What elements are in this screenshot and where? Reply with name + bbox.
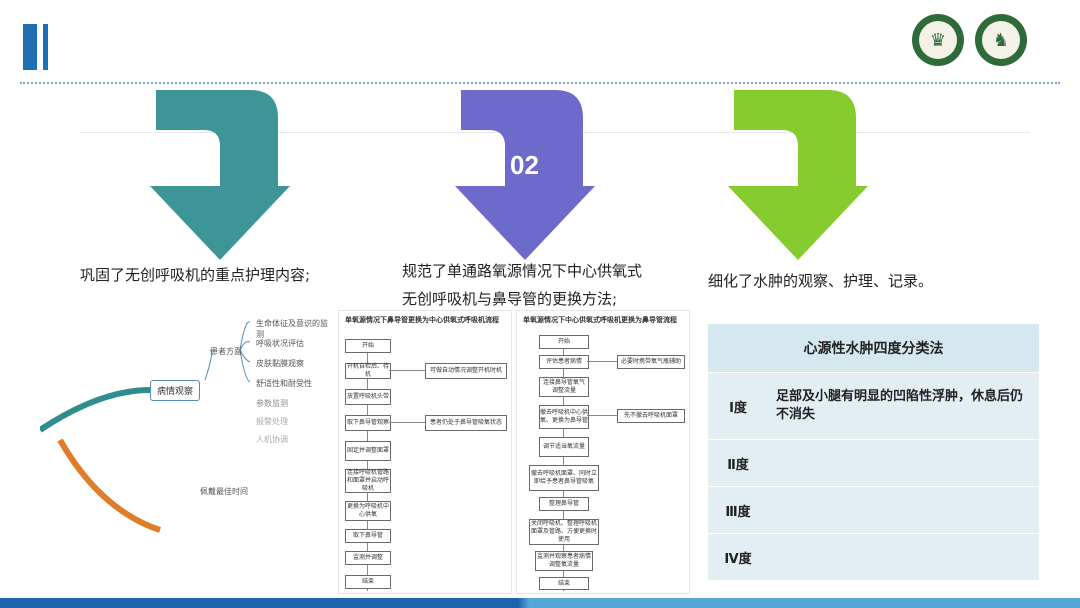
flow-step: 固定并调整面罩 [345,441,391,461]
flow-step: 监测并调整 [345,551,391,565]
desc-cell [768,440,1039,486]
grade-cell: Ⅱ度 [727,457,749,473]
flow-note: 先不撤去呼吸机面罩 [617,409,685,423]
flow-step: 调节适当氧流量 [539,437,589,457]
flowchart-right: 单氧源情况下中心供氧式呼吸机更换为鼻导管流程 开始 评估患者病情 连接鼻导管氧气… [516,310,690,594]
flow-step: 撤去呼吸机面罩、同时立即给予患者鼻导管吸氧 [529,465,599,491]
flow-step: 连接鼻导管氧气 调整流量 [539,377,589,397]
grade-cell: Ⅳ度 [724,551,752,567]
green-down-arrow-icon [728,90,868,260]
mindmap-leaf: 皮肤黏膜观察 [256,359,304,368]
flow-step: 更换为呼吸机中心供氧 [345,501,391,521]
mindmap-diagram: 病情观察 患者方面 生命体征及意识的监测 呼吸状况评估 皮肤黏膜观察 舒适性和耐… [40,310,330,570]
purple-down-arrow-icon [455,90,595,260]
hospital-logo-crown-icon: ♛ [912,14,964,66]
header-divider [20,82,1060,84]
mindmap-leaf: 人机协调 [256,435,288,444]
mindmap-leaf: 生命体征及意识的监测 [256,319,328,339]
flow-step: 整理鼻导管 [539,497,589,511]
caption-middle-2: 无创呼吸机与鼻导管的更换方法; [402,290,618,308]
mindmap-leaf: 报警处理 [256,417,288,426]
mindmap-leaf: 佩戴最佳时间 [200,487,248,496]
mindmap-leaf: 参数监测 [256,399,288,408]
flow-step: 监测并观察患者病情 调整氧流量 [535,551,593,571]
mindmap-leaf: 呼吸状况评估 [256,339,304,348]
flow-step: 取下鼻导管观察 [345,415,391,431]
step-number: 02 [510,150,539,180]
table-row: Ⅰ度 足部及小腿有明显的凹陷性浮肿，休息后仍不消失 [708,372,1039,439]
table-title: 心源性水肿四度分类法 [708,324,1039,372]
table-row: Ⅲ度 [708,486,1039,533]
flowchart-left: 单氧源情况下鼻导管更换为中心供氧式呼吸机流程 开始 开机自检后、待机 放置呼吸机… [338,310,512,594]
mindmap-center: 病情观察 [150,380,201,401]
flow-step: 取下鼻导管 [345,529,391,543]
edema-classification-table: 心源性水肿四度分类法 Ⅰ度 足部及小腿有明显的凹陷性浮肿，休息后仍不消失 Ⅱ度 … [708,324,1039,580]
table-row: Ⅳ度 [708,533,1039,580]
flow-step: 结束 [345,575,391,589]
desc-cell [768,487,1039,533]
grade-cell: Ⅰ度 [729,400,747,416]
grade-cell: Ⅲ度 [725,504,751,520]
caption-middle-1: 规范了单通路氧源情况下中心供氧式 [402,262,643,280]
flow-step: 关闭呼吸机、整理呼吸机面罩及管路、方便更换时使用 [529,519,599,545]
flow-step: 开始 [345,339,391,353]
flow-step: 开机自检后、待机 [345,363,391,379]
flow-step: 评估患者病情 [539,355,589,369]
mindmap-branch: 患者方面 [210,347,242,356]
caption-right: 细化了水肿的观察、护理、记录。 [708,272,934,290]
flow-note: 患者仍处于鼻导管吸氧状态 [425,415,507,431]
flow-step: 连接呼吸机管路和面罩并启动呼吸机 [345,469,391,493]
flow-step: 放置呼吸机头带 [345,389,391,405]
flow-step: 开始 [539,335,589,349]
caption-left: 巩固了无创呼吸机的重点护理内容; [80,266,311,284]
flow-step: 撤去呼吸机中心供氧、更换为鼻导管 [539,405,589,429]
table-row: Ⅱ度 [708,439,1039,486]
flow-note: 可做自动情况调整开机时机 [425,363,507,379]
desc-cell [768,534,1039,580]
desc-cell: 足部及小腿有明显的凹陷性浮肿，休息后仍不消失 [776,389,1024,422]
hospital-logo-deer-icon: ♞ [975,14,1027,66]
mindmap-leaf: 舒适性和耐受性 [256,379,312,388]
flow-note: 必要时携带氧气瓶辅助 [617,355,685,369]
flow-step: 结束 [539,577,589,590]
footer-bar [0,598,1080,608]
teal-down-arrow-icon [150,90,290,260]
